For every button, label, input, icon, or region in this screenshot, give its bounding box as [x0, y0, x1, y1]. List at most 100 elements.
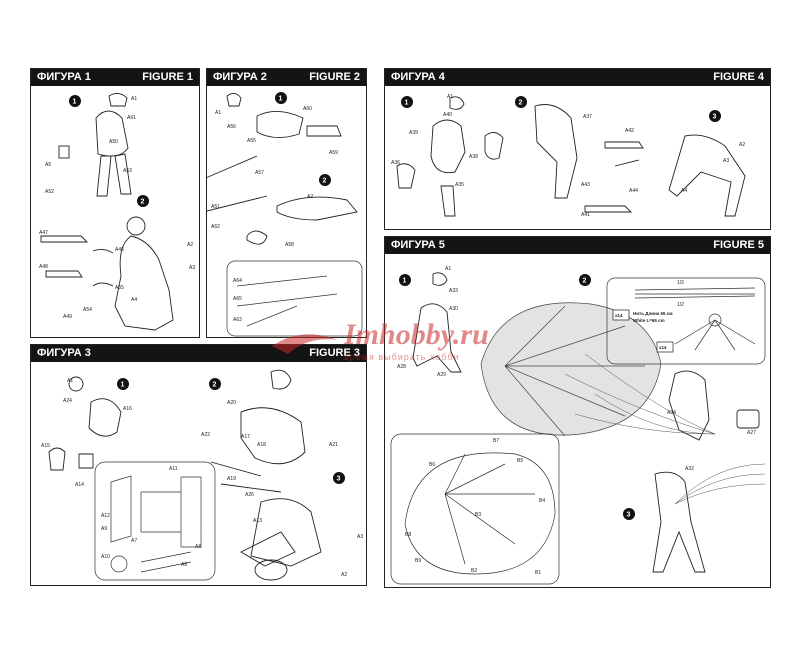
svg-text:3: 3: [337, 476, 341, 483]
svg-text:A33: A33: [449, 288, 458, 294]
svg-text:3: 3: [713, 114, 717, 121]
svg-text:B7: B7: [493, 438, 499, 444]
svg-text:A24: A24: [63, 398, 72, 404]
figure-2-header: ФИГУРА 2 FIGURE 2: [207, 69, 366, 86]
svg-text:Нить Длина 65 см: Нить Длина 65 см: [633, 311, 673, 316]
svg-text:A36: A36: [391, 160, 400, 166]
step-1-badge: 1: [401, 96, 413, 108]
figure-1-soldier-crouching: [40, 216, 174, 331]
svg-text:A51: A51: [211, 204, 220, 210]
step-3-badge: 3: [709, 110, 721, 122]
figure-4-illustration: 1 2 3 A1 A40 A39 A36 A38 A35 A37 A42 A43…: [391, 94, 746, 218]
svg-text:A58: A58: [285, 242, 294, 248]
svg-text:1: 1: [403, 278, 407, 285]
svg-text:1: 1: [121, 382, 125, 389]
figure-2-title-en: FIGURE 2: [309, 71, 360, 83]
figure-5-title-ru: ФИГУРА 5: [391, 239, 445, 251]
figure-4-part-labels: A1 A40 A39 A36 A38 A35 A37 A42 A43 A44 A…: [391, 94, 745, 218]
svg-text:A6: A6: [195, 544, 201, 550]
svg-text:B5: B5: [517, 458, 523, 464]
svg-text:A65: A65: [233, 296, 242, 302]
figure-1-header: ФИГУРА 1 FIGURE 1: [31, 69, 199, 86]
figure-4-title-ru: ФИГУРА 4: [391, 71, 445, 83]
watermark-tagline: время выбирать хобби: [344, 352, 460, 362]
svg-text:A17: A17: [241, 434, 250, 440]
svg-text:A57: A57: [255, 170, 264, 176]
svg-text:A16: A16: [123, 406, 132, 412]
svg-text:A54: A54: [83, 307, 92, 313]
svg-text:A2: A2: [739, 142, 745, 148]
step-1-badge: 1: [399, 274, 411, 286]
figure-2-illustration: 1 2 A1 A56 A55 A60 A59 A57 A2 A51 A62 A5…: [207, 92, 363, 337]
svg-text:A2: A2: [307, 194, 313, 200]
svg-text:A1: A1: [67, 378, 73, 384]
watermark-swoosh-icon: [272, 334, 338, 354]
svg-text:A9: A9: [101, 526, 107, 532]
svg-text:A12: A12: [101, 513, 110, 519]
figure-2-part-labels: A1 A56 A55 A60 A59 A57 A2 A51 A62 A58 A6…: [211, 106, 338, 323]
svg-text:A5: A5: [45, 162, 51, 168]
svg-text:A29: A29: [437, 372, 446, 378]
svg-text:A60: A60: [303, 106, 312, 112]
figure-3-ammo-box-inset: [94, 461, 216, 581]
svg-text:A52: A52: [45, 189, 54, 195]
svg-text:1: 1: [73, 99, 77, 106]
step-2-badge: 2: [137, 195, 149, 207]
figure-5-part-labels: A1 A33 A28 A29 A30 A34 A27 A32 B7 B6 B5 …: [397, 266, 756, 576]
figure-5-panel: ФИГУРА 5 FIGURE 5 1 2 3 1/2 1/: [384, 236, 771, 588]
svg-text:A26: A26: [245, 492, 254, 498]
figure-1-soldier-parts: [58, 93, 132, 197]
svg-text:A22: A22: [201, 432, 210, 438]
svg-text:B4: B4: [539, 498, 545, 504]
figure-5-inset-text: 1/2 1/2 x14 Нить Длина 65 см White L=65 …: [612, 280, 684, 353]
svg-text:A15: A15: [41, 443, 50, 449]
svg-text:B2: B2: [471, 568, 477, 574]
svg-text:2: 2: [583, 278, 587, 285]
svg-text:A1: A1: [447, 94, 453, 100]
svg-text:A1: A1: [445, 266, 451, 272]
svg-text:A11: A11: [169, 466, 178, 472]
figure-4-header: ФИГУРА 4 FIGURE 4: [385, 69, 770, 86]
step-2-badge: 2: [209, 378, 221, 390]
svg-text:A56: A56: [227, 124, 236, 130]
svg-text:A53: A53: [123, 168, 132, 174]
svg-text:A18: A18: [257, 442, 266, 448]
svg-text:A38: A38: [469, 154, 478, 160]
figure-3-soldier-parts: [48, 369, 322, 581]
svg-text:1/2: 1/2: [677, 280, 684, 286]
svg-text:A8: A8: [181, 562, 187, 568]
svg-text:2: 2: [141, 199, 145, 206]
figure-1-panel: ФИГУРА 1 FIGURE 1 1 2 A1 A61 A50 A5 A53 …: [30, 68, 200, 338]
svg-text:2: 2: [323, 178, 327, 185]
svg-text:1: 1: [405, 100, 409, 107]
svg-text:A37: A37: [583, 114, 592, 120]
figure-5-canopy-gore-inset: [390, 433, 560, 585]
figure-3-title-en: FIGURE 3: [309, 347, 360, 359]
watermark: Imhobby.ru время выбирать хобби: [270, 318, 540, 378]
step-3-badge: 3: [333, 472, 345, 484]
svg-text:A4: A4: [681, 188, 687, 194]
figure-2-title-ru: ФИГУРА 2: [213, 71, 267, 83]
svg-text:A32: A32: [685, 466, 694, 472]
step-2-badge: 2: [515, 96, 527, 108]
svg-text:A10: A10: [101, 554, 110, 560]
svg-text:A2: A2: [187, 242, 193, 248]
svg-text:A34: A34: [667, 410, 676, 416]
svg-text:A35: A35: [455, 182, 464, 188]
svg-text:A61: A61: [127, 115, 136, 121]
figure-5-title-en: FIGURE 5: [713, 239, 764, 251]
svg-text:A1: A1: [131, 96, 137, 102]
figure-1-title-ru: ФИГУРА 1: [37, 71, 91, 83]
svg-text:A43: A43: [581, 182, 590, 188]
figure-3-panel: ФИГУРА 3 FIGURE 3 1 2 3 A1 A24 A16 A15: [30, 344, 367, 586]
svg-text:B6: B6: [429, 462, 435, 468]
figure-3-illustration: 1 2 3 A1 A24 A16 A15 A14 A20 A22: [41, 369, 363, 581]
svg-text:A28: A28: [397, 364, 406, 370]
svg-text:A39: A39: [409, 130, 418, 136]
figure-5-line-inset: [606, 277, 766, 365]
svg-text:A46: A46: [115, 247, 124, 253]
svg-text:A30: A30: [449, 306, 458, 312]
svg-text:A1: A1: [215, 110, 221, 116]
figure-4-soldier-parts: [396, 96, 746, 217]
svg-text:A42: A42: [625, 128, 634, 134]
